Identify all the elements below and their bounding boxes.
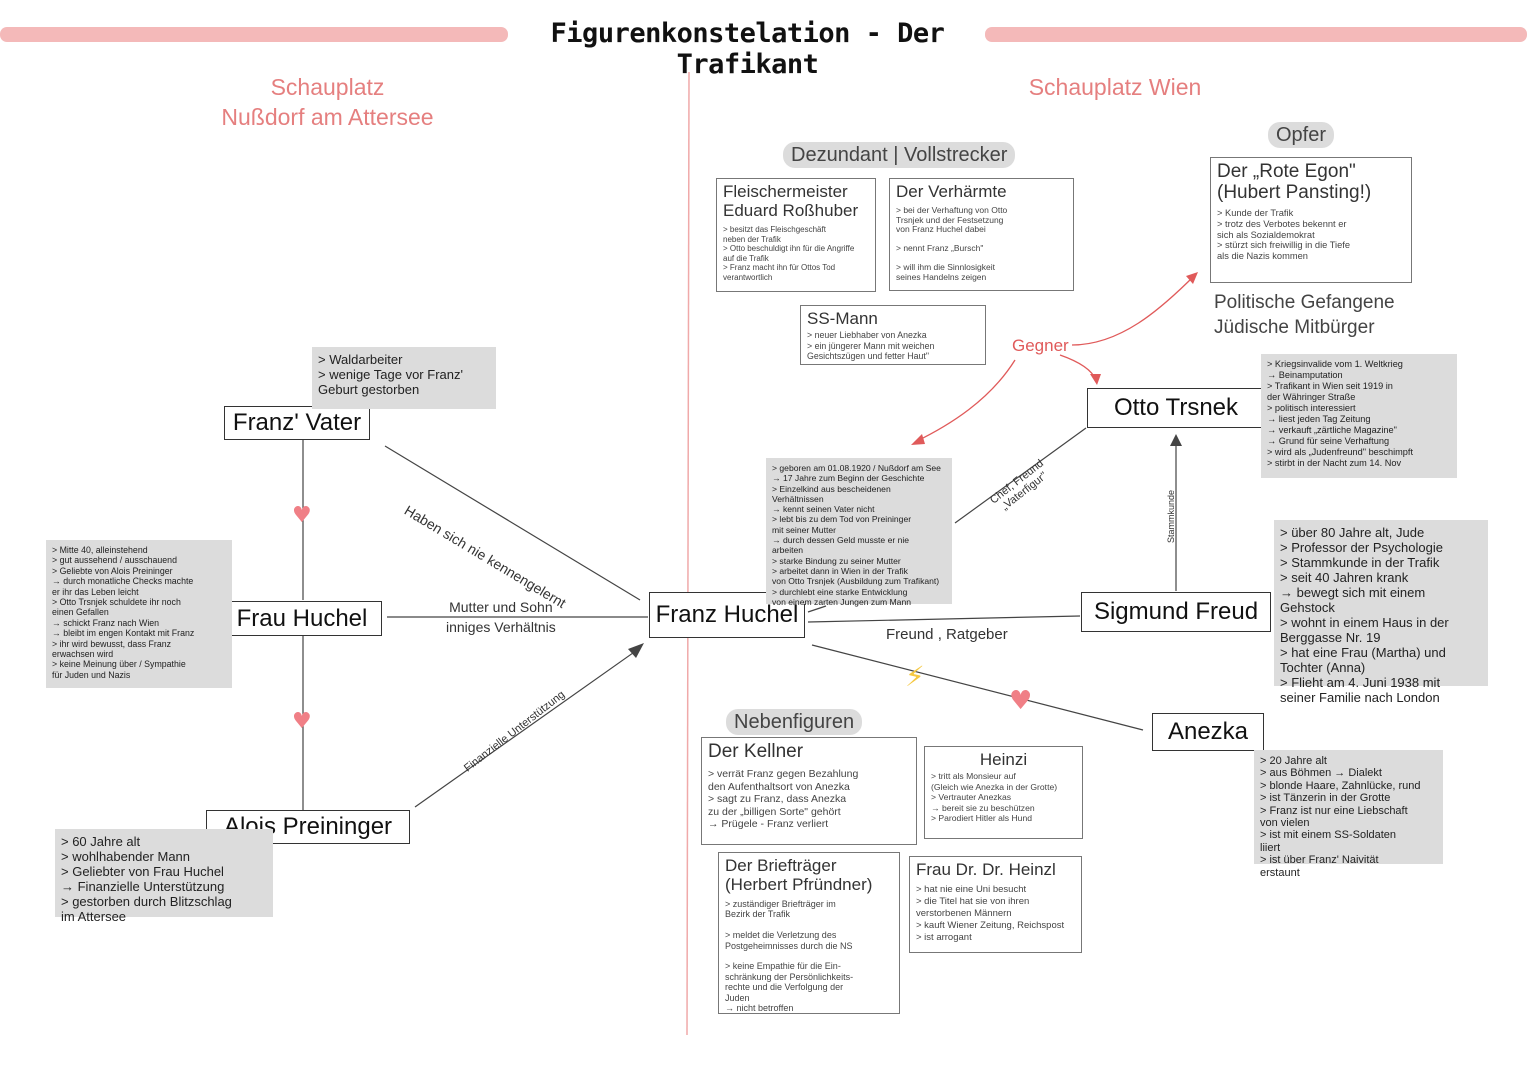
card-ssmann: SS-Mann > neuer Liebhaber von Anezka > e… <box>800 305 986 365</box>
card-title: Der Briefträger (Herbert Pfründner) <box>725 856 873 894</box>
group-label-nebenfiguren: Nebenfiguren <box>726 709 863 735</box>
gegner-label: Gegner <box>1012 336 1069 355</box>
card-title: Frau Dr. Dr. Heinzl <box>916 860 1056 879</box>
card-title: Heinzi <box>979 750 1028 769</box>
card-verhaermte: Der Verhärmte > bei der Verhaftung von O… <box>889 178 1074 291</box>
arrow-gegner-otto <box>1059 354 1097 381</box>
line-vater-franz <box>384 445 641 601</box>
line-freud-franz <box>807 615 1081 623</box>
note-sigmund-freud: > über 80 Jahre alt, Jude > Professor de… <box>1274 520 1488 705</box>
card-body: > tritt als Monsieur auf (Gleich wie Ane… <box>931 771 1058 823</box>
card-title: SS-Mann <box>807 309 878 328</box>
location-left: Schauplatz Nußdorf am Attersee <box>221 74 434 130</box>
title-bar-right <box>985 27 1527 42</box>
card-title: Fleischermeister Eduard Roßhuber <box>723 182 859 220</box>
location-divider <box>686 71 690 1036</box>
note-alois-preininger: > 60 Jahre alt > wohlhabender Mann > Gel… <box>55 829 273 924</box>
arrow-gegner-franz <box>914 359 1016 443</box>
card-brieftraeger: Der Briefträger (Herbert Pfründner) > zu… <box>718 852 900 1014</box>
card-title: Der Verhärmte <box>896 182 1007 201</box>
heart-icon: ♥ <box>292 709 312 734</box>
card-rosshuber: Fleischermeister Eduard Roßhuber > besit… <box>716 178 876 292</box>
note-otto-trsnek: > Kriegsinvalide vom 1. Weltkrieg → Bein… <box>1261 354 1457 478</box>
card-roter-egon: Der „Rote Egon" (Hubert Pansting!) > Kun… <box>1210 157 1412 283</box>
opfer-types: Politische Gefangene Jüdische Mitbürger <box>1214 292 1395 338</box>
node-otto-trsnek[interactable]: Otto Trsnek <box>1087 388 1265 428</box>
node-anezka[interactable]: Anezka <box>1152 713 1264 751</box>
line-preininger-franz <box>414 647 641 808</box>
heart-icon: ♥ <box>1009 686 1033 716</box>
node-franz-vater[interactable]: Franz' Vater <box>224 406 370 440</box>
card-body: > neuer Liebhaber von Anezka > ein jünge… <box>807 330 935 361</box>
arrow-freud-otto <box>1170 434 1182 446</box>
arrowhead-gegner-otto <box>1090 374 1101 385</box>
card-title: Der Kellner <box>708 741 804 762</box>
arrowhead-gegner-opfer <box>1186 272 1198 284</box>
node-sigmund-freud[interactable]: Sigmund Freud <box>1081 592 1271 632</box>
card-body: > verrät Franz gegen Bezahlung den Aufen… <box>708 768 859 830</box>
card-body: > besitzt das Fleischgeschäft neben der … <box>723 225 855 282</box>
note-franz-huchel: > geboren am 01.08.1920 / Nußdorf am See… <box>766 458 952 607</box>
note-franz-vater: > Waldarbeiter > wenige Tage vor Franz' … <box>312 347 496 409</box>
heart-icon: ♥ <box>292 503 312 528</box>
arrow-preininger-franz <box>628 643 644 658</box>
node-frau-huchel[interactable]: Frau Huchel <box>222 601 382 636</box>
card-heinzi: Heinzi > tritt als Monsieur auf (Gleich … <box>924 746 1083 839</box>
card-body: > hat nie eine Uni besucht > die Titel h… <box>916 884 1065 943</box>
card-heinzl: Frau Dr. Dr. Heinzl > hat nie eine Uni b… <box>909 856 1082 953</box>
card-title: Der „Rote Egon" (Hubert Pansting!) <box>1217 161 1372 203</box>
node-franz-huchel[interactable]: Franz Huchel <box>649 592 805 638</box>
edge-label-freud-franz: Freund , Ratgeber <box>886 626 1008 643</box>
line-franz-tick <box>807 605 827 613</box>
card-body: > bei der Verhaftung von Otto Trsnjek un… <box>896 205 1008 282</box>
lightning-bolt-icon: ⚡ <box>905 660 925 693</box>
line-otto-franz <box>954 427 1087 524</box>
group-label-denunziant: Dezundant | Vollstrecker <box>783 142 1016 168</box>
note-anezka: > 20 Jahre alt > aus Böhmen → Dialekt > … <box>1254 750 1443 879</box>
card-body: > zuständiger Briefträger im Bezirk der … <box>725 899 854 1014</box>
note-frau-huchel: > Mitte 40, alleinstehend > gut aussehen… <box>46 540 232 688</box>
line-anezka-franz <box>811 644 1144 731</box>
edge-label-freud-otto: Stammkunde <box>1166 489 1176 543</box>
edge-label-huchel-franz: Mutter und Sohn inniges Verhältnis <box>446 599 556 635</box>
card-kellner: Der Kellner > verrät Franz gegen Bezahlu… <box>701 737 917 845</box>
arrowhead-gegner-franz <box>911 434 925 445</box>
diagram-title: Figurenkonstelation - Der Trafikant <box>550 18 945 80</box>
arrow-gegner-opfer <box>1071 274 1196 346</box>
location-right: Schauplatz Wien <box>1028 74 1202 100</box>
card-body: > Kunde der Trafik > trotz des Verbotes … <box>1217 208 1351 262</box>
group-label-opfer: Opfer <box>1268 122 1335 148</box>
title-bar-left <box>0 27 508 42</box>
